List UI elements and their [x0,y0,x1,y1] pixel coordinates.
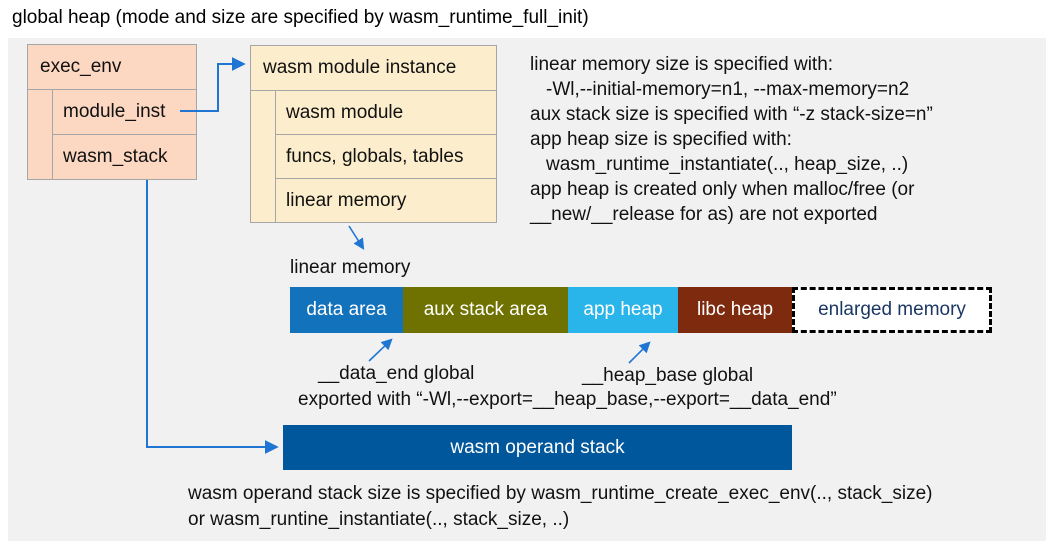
module-row-linear-memory: linear memory [276,178,496,222]
heap-base-global-label: __heap_base global [582,365,754,386]
linear-memory-bar: data area aux stack area app heap libc h… [290,287,992,333]
note-line: linear memory size is specified with: [530,54,834,75]
note-line: __new/__release for as) are not exported [530,204,878,225]
exported-with-label: exported with “-Wl,--export=__heap_base,… [298,389,837,410]
exec-env-box: exec_env module_inst wasm_stack [27,44,197,180]
segment-app-heap: app heap [568,287,678,333]
exec-env-row-module-inst: module_inst [63,101,166,122]
note-line: or wasm_runtine_instantiate(.., stack_si… [188,509,570,530]
diagram-title: global heap (mode and size are specified… [12,7,589,28]
exec-env-indent-strip [28,90,53,179]
note-line: wasm operand stack size is specified by … [188,483,933,504]
wasm-operand-stack-bar: wasm operand stack [283,425,792,470]
note-line: wasm_runtime_instantiate(.., heap_size, … [546,154,909,175]
linear-memory-label: linear memory [290,257,411,278]
segment-enlarged-memory: enlarged memory [792,287,992,333]
exec-env-header: exec_env [28,45,196,90]
wasm-module-instance-box: wasm module instance wasm module funcs, … [250,45,497,223]
segment-aux-stack-area: aux stack area [403,287,568,333]
note-line: app heap size is specified with: [530,129,792,150]
wasm-module-instance-body: wasm module funcs, globals, tables linea… [251,91,496,222]
exec-env-row-wasm-stack: wasm_stack [53,134,196,179]
note-line: app heap is created only when malloc/fre… [530,179,915,200]
note-line: -Wl,--initial-memory=n1, --max-memory=n2 [546,79,910,100]
wasm-module-instance-indent-strip [251,91,276,222]
segment-libc-heap: libc heap [678,287,792,333]
data-end-global-label: __data_end global [318,363,475,384]
note-line: aux stack size is specified with “-z sta… [530,104,933,125]
operand-stack-notes: wasm operand stack size is specified by … [188,481,933,533]
wasm-module-instance-header: wasm module instance [251,46,496,91]
exec-env-body: module_inst wasm_stack [28,90,196,179]
module-row-funcs-globals-tables: funcs, globals, tables [276,134,496,178]
segment-data-area: data area [290,287,403,333]
module-row-wasm-module: wasm module [286,101,404,123]
linear-memory-notes: linear memory size is specified with: -W… [530,52,933,227]
